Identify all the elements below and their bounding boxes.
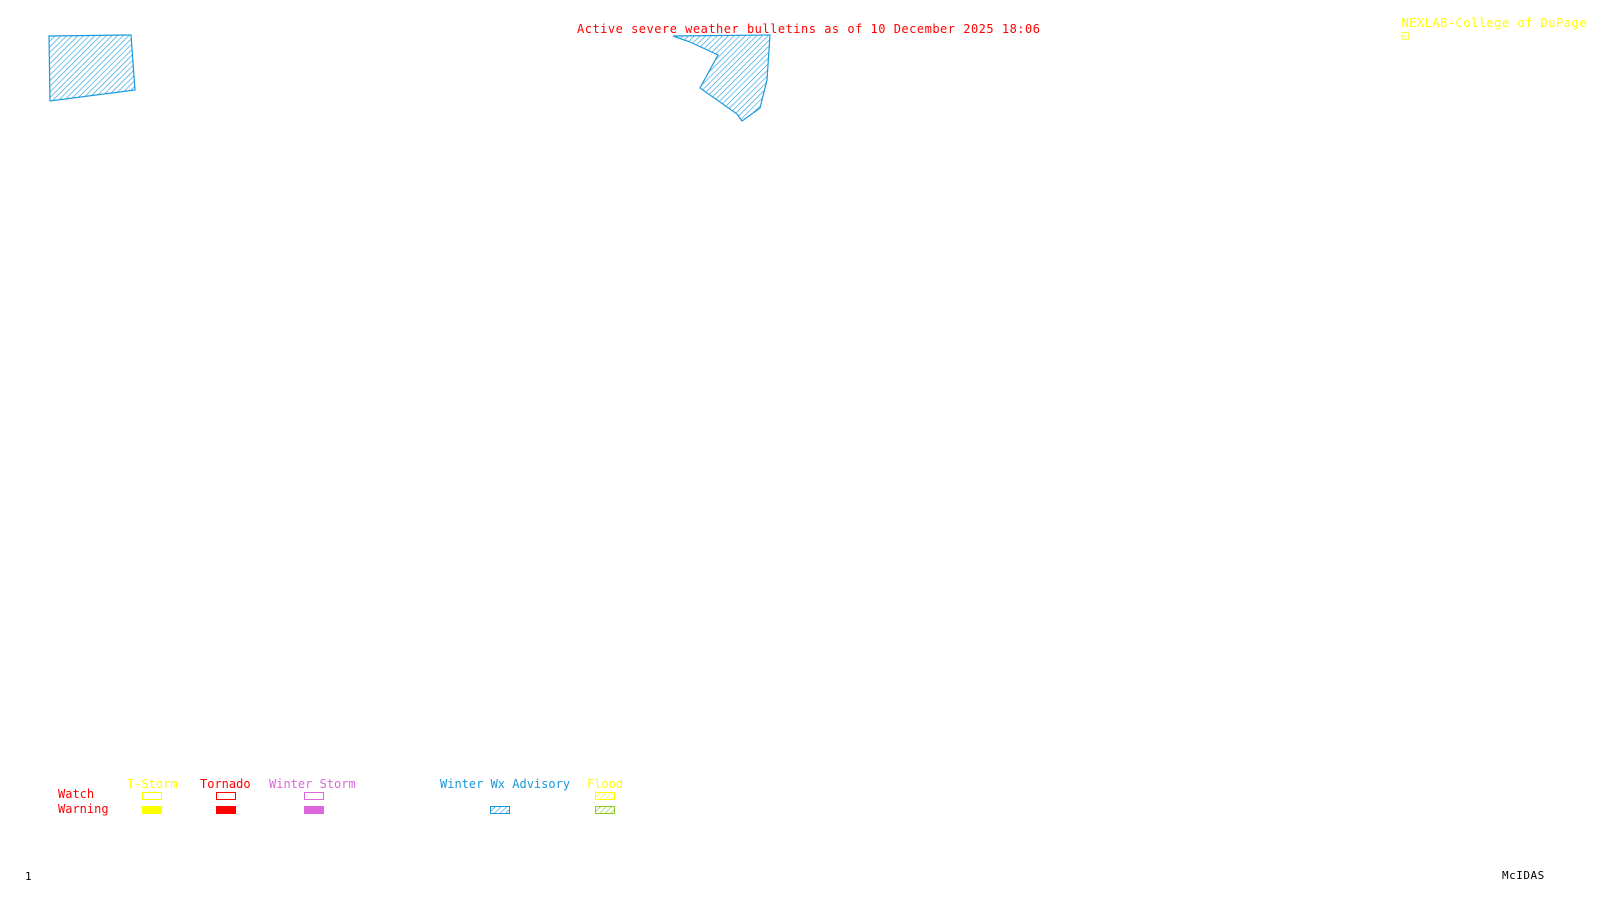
legend-tstorm-watch [142,792,162,800]
legend-tornado-warning [216,806,236,814]
legend-row-watch: Watch [58,787,95,801]
legend-winter-storm-label: Winter Storm [269,777,356,791]
legend-tstorm-warning [142,806,162,814]
legend-flood-watch [595,792,615,800]
credit-label: NEXLAB-College of DuPage ◱ [1386,5,1587,41]
frame-number: 1 [25,870,33,883]
advisory-area-northwest[interactable] [48,34,136,102]
software-label: McIDAS [1502,869,1545,882]
legend-winter-wx-advisory-label: Winter Wx Advisory [440,777,571,791]
legend-flood-warning [595,806,615,814]
legend-tstorm-label: T-Storm [127,777,178,791]
nexlab-logo-icon: ◱ [1401,28,1410,42]
legend-winter-storm-warning [304,806,324,814]
legend-winter-wx-advisory-swatch [490,806,510,814]
legend-tornado-watch [216,792,236,800]
legend-winter-storm-watch [304,792,324,800]
advisory-area-north-central[interactable] [672,34,771,122]
legend-flood-label: Flood [587,777,624,791]
page-title: Active severe weather bulletins as of 10… [577,22,1041,36]
credit-text: NEXLAB-College of DuPage [1401,16,1587,30]
legend-tornado-label: Tornado [200,777,251,791]
legend-row-warning: Warning [58,802,109,816]
